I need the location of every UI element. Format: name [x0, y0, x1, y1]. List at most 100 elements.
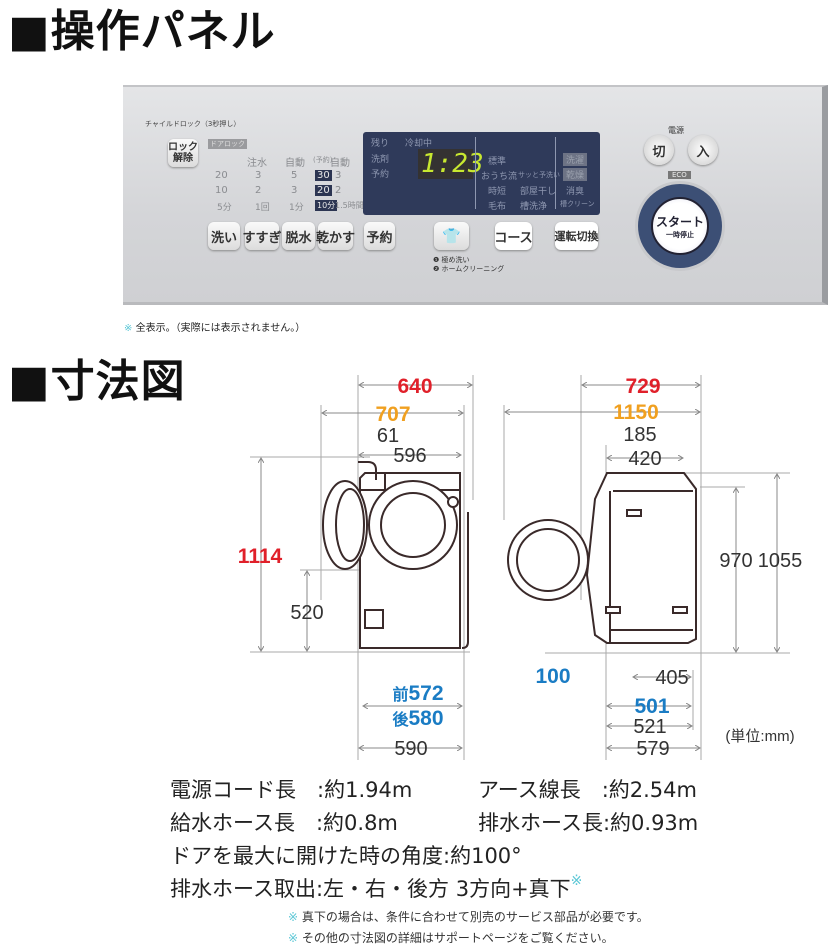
- course-standard: 標準: [488, 157, 507, 167]
- wash-time: 10: [215, 185, 228, 196]
- spec-label: 排水ホース長:: [478, 811, 611, 835]
- mode-deodorize: 消臭: [566, 187, 585, 197]
- offset-61: 61: [377, 425, 399, 447]
- spec-label: 電源コード長 :: [170, 778, 325, 802]
- spin-time: 3: [291, 185, 298, 196]
- divider: [475, 137, 476, 209]
- base-width-590: 590: [394, 738, 427, 760]
- side-depth-729: 729: [625, 375, 660, 398]
- spin-time: 1分: [289, 203, 304, 213]
- spec-value: 約2.54m: [608, 778, 697, 802]
- dry-hours: 1.5時間: [335, 201, 364, 210]
- mode-tub-clean: 槽クリーン: [560, 200, 595, 208]
- top-depth-420: 420: [628, 448, 661, 470]
- note-mark: ※: [288, 931, 299, 945]
- spec-value: 約0.93m: [610, 811, 699, 835]
- note-mark: ※: [288, 910, 299, 924]
- power-on-button[interactable]: 入: [688, 135, 718, 165]
- col-header-reserve: (予約): [313, 156, 333, 164]
- depth-501: 501: [634, 695, 669, 718]
- shirt-note-1: ❶ 極め洗い: [433, 256, 470, 264]
- note-text: 真下の場合は、条件に合わせて別売のサービス部品が必要です。: [301, 910, 649, 924]
- front-width-640: 640: [397, 375, 432, 398]
- dry-time: 10分: [315, 200, 338, 211]
- door-height-520: 520: [290, 602, 323, 624]
- spec-value: 約1.94m: [324, 778, 413, 802]
- dry-hours: 3: [335, 170, 342, 181]
- dry-time: 30: [315, 170, 332, 181]
- depth-521: 521: [633, 716, 666, 738]
- reserve-button[interactable]: 予約: [364, 222, 395, 250]
- spec-row-door-angle: ドアを最大に開けた時の角度:約100°: [170, 840, 522, 870]
- rear-label: 後: [392, 710, 409, 729]
- footnote-2: ※ その他の寸法図の詳細はサポートページをご覧ください。: [288, 929, 614, 946]
- dimension-section-title: ■寸法図: [8, 356, 186, 407]
- footnote-1: ※ 真下の場合は、条件に合わせて別売のサービス部品が必要です。: [288, 908, 649, 925]
- pause-label: 一時停止: [666, 230, 694, 239]
- lock-release-button[interactable]: ロック解除: [168, 139, 198, 167]
- panel-section-title: ■操作パネル: [8, 6, 276, 57]
- power-off-button[interactable]: 切: [644, 135, 674, 165]
- spec-label: 排水ホース取出:: [170, 877, 324, 901]
- svg-text:後580: 後580: [392, 707, 443, 730]
- wash-time: 20: [215, 170, 228, 181]
- dry-time: 20: [315, 185, 332, 196]
- panel-note: ※ 全表示。（実際には表示されません。）: [124, 319, 305, 334]
- child-lock-label: チャイルドロック（3秒押し）: [145, 120, 241, 128]
- release-label: 解除: [173, 153, 193, 164]
- shirt-icon: 👕: [442, 227, 461, 245]
- mode-switch-button[interactable]: 運転切換: [555, 222, 599, 250]
- spec-row-power-cord: 電源コード長 :約1.94m: [170, 774, 412, 804]
- side-view-machine: [507, 472, 697, 644]
- dry-button[interactable]: 乾かす: [316, 222, 355, 250]
- power-label: 電源: [668, 126, 684, 135]
- dry-hours: 2: [335, 185, 342, 196]
- time-readout: 1:23: [418, 149, 484, 179]
- wash-time: 5分: [217, 203, 232, 213]
- foot-depth-405: 405: [655, 667, 688, 689]
- shirt-note-2: ❷ ホームクリーニング: [433, 265, 505, 273]
- start-label: スタート: [655, 214, 704, 229]
- note-text: 全表示。（実際には表示されません。）: [135, 323, 306, 334]
- mode-wash: 洗濯: [563, 153, 588, 166]
- course-blanket: 毛布: [488, 202, 507, 212]
- spec-row-drain-hose: 排水ホース長:約0.93m: [478, 807, 698, 837]
- reserve-indicator: 予約: [371, 170, 390, 180]
- top-width-596: 596: [393, 445, 426, 467]
- detergent-indicator: 洗剤: [371, 155, 390, 165]
- floor-clearance-100: 100: [535, 665, 570, 688]
- rinse-count: 3: [255, 170, 262, 181]
- control-panel-image: チャイルドロック（3秒押し） ロック解除 ドアロック 注水 自動 (予約) 自動…: [123, 85, 828, 305]
- svg-text:前572: 前572: [392, 682, 443, 705]
- mode-dry: 乾燥: [563, 168, 588, 181]
- height-970: 970: [719, 550, 752, 572]
- spec-row-drain-outlet: 排水ホース取出:左・右・後方 3方向+真下※: [170, 873, 582, 903]
- course-button[interactable]: コース: [494, 222, 533, 250]
- start-button-face: スタート 一時停止: [651, 197, 709, 255]
- front-label: 前: [392, 685, 408, 704]
- front-width-572: 572: [408, 682, 443, 705]
- spec-value: 約100°: [450, 844, 522, 868]
- course-ouchi: おうち流: [481, 172, 518, 182]
- front-height-1114: 1114: [238, 545, 283, 568]
- height-1055: 1055: [758, 550, 803, 572]
- rear-width-580: 580: [408, 707, 443, 730]
- special-wash-button[interactable]: 👕: [434, 222, 469, 250]
- eco-badge: ECO: [668, 171, 691, 179]
- note-mark: ※: [124, 323, 133, 334]
- door-lock-badge: ドアロック: [208, 139, 247, 149]
- course-tub-clean: 槽洗浄: [520, 202, 548, 212]
- wash-button[interactable]: 洗い: [208, 222, 240, 250]
- rinse-button[interactable]: すすぎ: [243, 222, 282, 250]
- cooling-indicator: 冷却中: [405, 139, 433, 149]
- front-view-machine: [322, 461, 469, 649]
- course-quick: 時短: [488, 187, 507, 197]
- divider: [555, 137, 556, 209]
- spec-value: 約0.8m: [323, 811, 398, 835]
- note-mark: ※: [570, 873, 583, 889]
- spec-value: 左・右・後方 3方向+真下: [323, 877, 571, 901]
- spin-button[interactable]: 脱水: [282, 222, 315, 250]
- lcd-display: 残り 冷却中 洗剤 予約 1:23 標準 おうち流 サッと予洗い 時短 部屋干し…: [363, 132, 600, 215]
- start-pause-button[interactable]: スタート 一時停止: [638, 184, 722, 268]
